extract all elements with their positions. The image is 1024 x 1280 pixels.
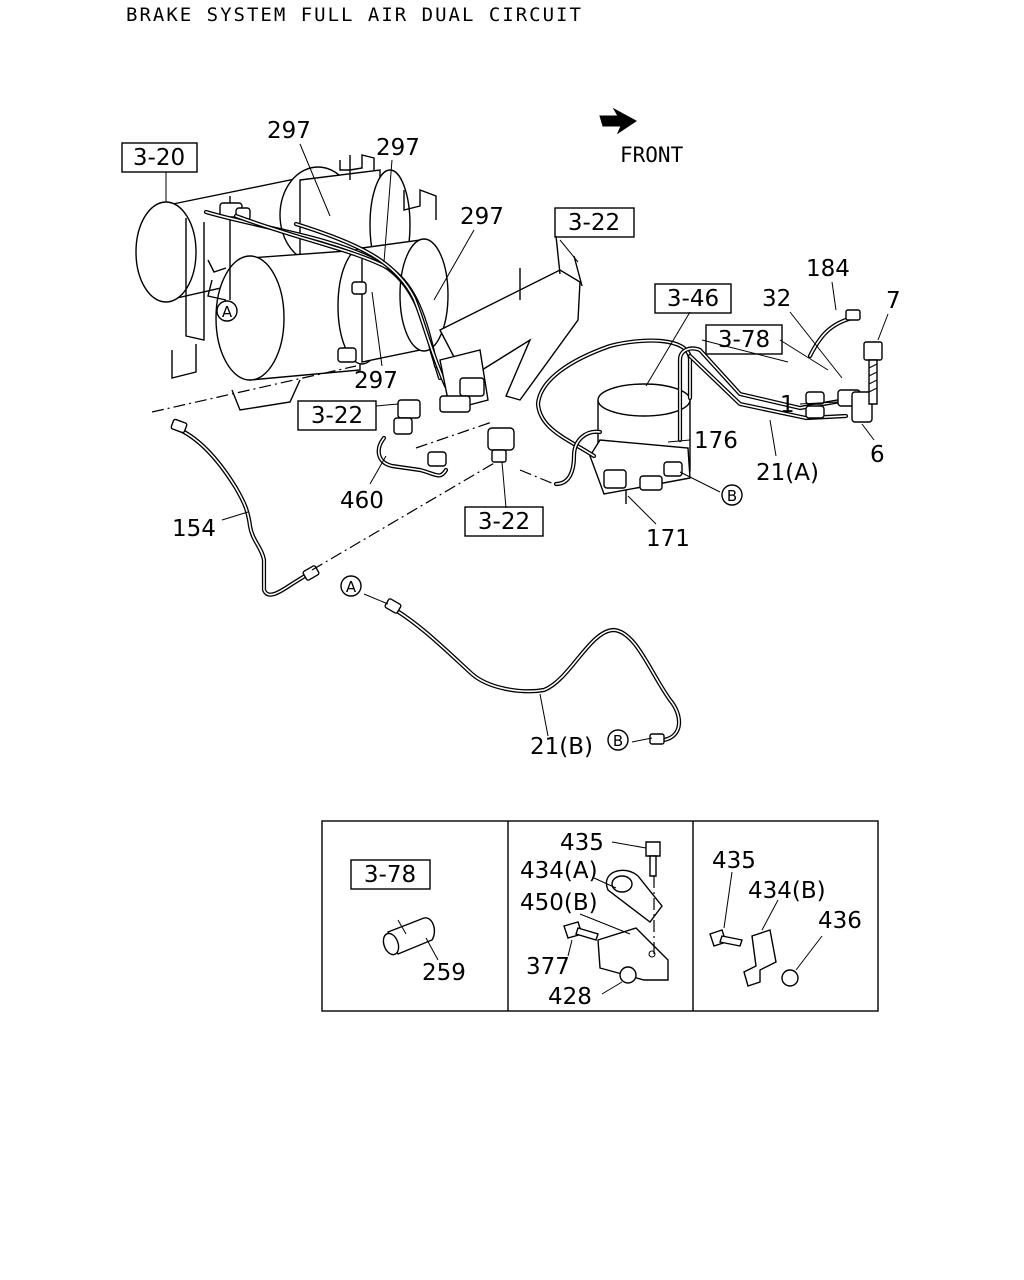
ref-box-3-22-a: [554, 207, 635, 238]
ref-box-3-22-b-label: 3-22: [311, 403, 363, 429]
connector-b-dryer: [721, 484, 743, 506]
callout-297-b: 297: [376, 135, 420, 161]
pipe-154: [151, 365, 555, 597]
detail-panel-3: 435 434(B) 436: [709, 848, 862, 987]
relay-valve-460: [376, 399, 515, 478]
callout-21a: 21(A): [756, 460, 819, 486]
clip-bracket-part: [563, 841, 669, 984]
callout-436: 436: [818, 908, 862, 934]
frame-bracket: [439, 235, 583, 413]
ref-box-3-22-c-label: 3-22: [478, 509, 530, 535]
callout-435-a: 435: [560, 830, 604, 856]
detail-frame: [321, 820, 879, 1012]
detail-box: 3-78 259: [321, 820, 879, 1012]
detail-panel-1: 3-78 259: [350, 859, 466, 986]
callout-434a: 434(A): [520, 858, 598, 884]
tank-pipes-297: [203, 209, 449, 389]
callout-377: 377: [526, 954, 570, 980]
callout-435-b: 435: [712, 848, 756, 874]
callout-1: 1: [780, 392, 795, 418]
air-tank-assembly: [135, 154, 449, 411]
connector-a-pipe: [340, 575, 362, 597]
clamp-434b-part: [709, 929, 799, 987]
callout-297-c: 297: [460, 204, 504, 230]
connector-b-dryer-label: B: [727, 487, 737, 505]
connector-b-pipe: [607, 729, 629, 751]
callout-21b: 21(B): [530, 734, 593, 760]
front-label: FRONT: [620, 143, 684, 167]
ref-box-3-22-c: [464, 506, 544, 537]
detail-ref-box-3-78-label: 3-78: [364, 862, 416, 888]
diagram-title: BRAKE SYSTEM FULL AIR DUAL CIRCUIT: [126, 4, 583, 26]
callout-6: 6: [870, 442, 885, 468]
callout-7: 7: [886, 288, 901, 314]
callout-297-d: 297: [354, 368, 398, 394]
ref-box-3-78: [705, 324, 783, 355]
connector-a-tank: [216, 300, 238, 322]
callout-297-a: 297: [267, 118, 311, 144]
front-arrow-icon: [599, 107, 637, 135]
callout-434b: 434(B): [748, 878, 826, 904]
ref-box-3-22-b: [297, 400, 377, 431]
callout-450b: 450(B): [520, 890, 598, 916]
pipe-21b: [384, 598, 682, 745]
callout-259: 259: [422, 960, 466, 986]
ref-box-3-20-label: 3-20: [133, 145, 185, 171]
connector-a-pipe-label: A: [346, 578, 357, 596]
air-dryer: [589, 383, 691, 504]
main-reference-boxes: 3-20 3-22 3-46 3-78 3-22 3-22: [121, 142, 783, 537]
callout-184: 184: [806, 256, 850, 282]
callout-32: 32: [762, 286, 791, 312]
governor-fitting-group: [805, 309, 883, 423]
connector-b-pipe-label: B: [613, 732, 623, 750]
ref-box-3-46: [654, 283, 732, 314]
pipes-dryer: [535, 338, 849, 487]
callout-154: 154: [172, 516, 216, 542]
ref-box-3-78-label: 3-78: [718, 327, 770, 353]
callout-176: 176: [694, 428, 738, 454]
ref-box-3-20: [121, 142, 198, 173]
callout-171: 171: [646, 526, 690, 552]
callout-460: 460: [340, 488, 384, 514]
main-callouts: 297 297 297 297 184 32 7 1 6 176 21(A) 1…: [172, 118, 901, 760]
callout-428: 428: [548, 984, 592, 1010]
detail-ref-box-3-78: [350, 859, 431, 890]
sleeve-259-part: [382, 917, 436, 956]
detail-panel-2: 435 434(A) 450(B) 377 428: [520, 830, 669, 1010]
leader-lines: [165, 143, 889, 743]
ref-box-3-22-a-label: 3-22: [568, 210, 620, 236]
ref-box-3-46-label: 3-46: [667, 286, 719, 312]
connector-a-tank-label: A: [222, 303, 233, 321]
connector-markers: A A B B: [216, 300, 743, 751]
